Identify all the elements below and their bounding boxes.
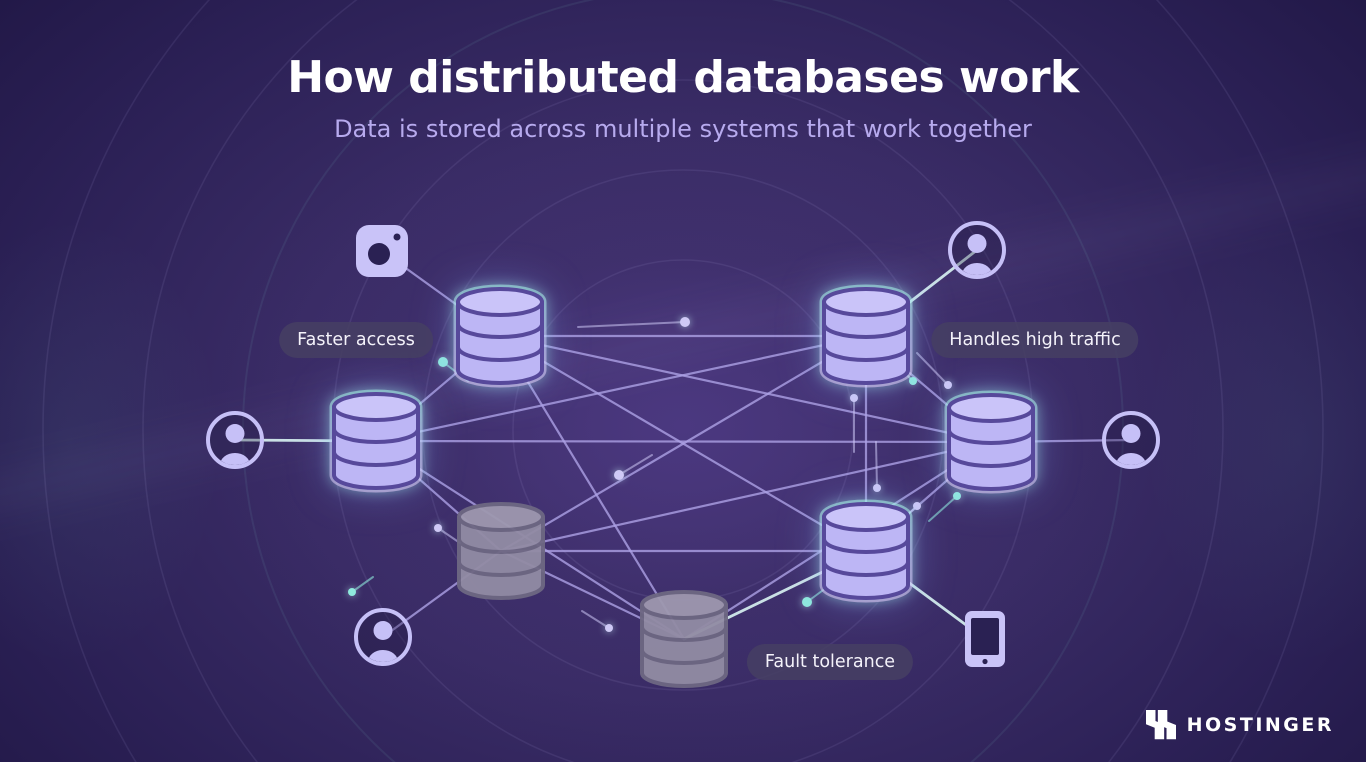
connection-db-top-right--db-faded-left: [499, 334, 868, 553]
signal-trace: [577, 321, 686, 328]
user-icon: [208, 413, 262, 472]
signal-dot: [605, 624, 613, 632]
signal-dot: [802, 597, 812, 607]
signal-dots: [348, 317, 961, 632]
background-ring: [142, 0, 1224, 762]
signal-dot: [438, 357, 448, 367]
signal-dot: [614, 470, 624, 480]
header: How distributed databases work Data is s…: [0, 0, 1366, 143]
hostinger-logo-icon: [1145, 710, 1176, 740]
signal-trace: [618, 454, 653, 476]
background-ring: [512, 259, 854, 601]
user-icon: [1104, 413, 1158, 472]
signal-trace: [928, 495, 958, 522]
camera-icon: [356, 225, 408, 277]
signal-dot: [944, 381, 952, 389]
connection-db-mid-left--db-top-right: [374, 334, 868, 443]
page-title: How distributed databases work: [287, 52, 1079, 103]
client-user-bottom-left: [356, 610, 410, 669]
database-icon: [458, 289, 542, 383]
signal-trace: [437, 527, 461, 544]
connection-db-top-left--db-mid-right: [498, 334, 993, 444]
label-fault-tolerance: Fault tolerance: [746, 644, 914, 680]
db-top-right: [824, 289, 908, 383]
background-ring: [42, 0, 1324, 762]
db-mid-right: [949, 395, 1033, 489]
db-bottom-right: [824, 504, 908, 598]
signal-dot: [913, 502, 921, 510]
database-icon: [824, 289, 908, 383]
signal-dot: [873, 484, 881, 492]
signal-trace: [916, 352, 949, 386]
db-mid-left: [334, 394, 418, 488]
signal-trace: [351, 576, 374, 593]
database-icon: [824, 504, 908, 598]
client-user-right: [1104, 413, 1158, 472]
signal-trace: [875, 441, 878, 489]
hostinger-logo: HOSTINGER: [1145, 710, 1334, 740]
client-user-left: [208, 413, 262, 472]
label-handles-high-traffic: Handles high traffic: [931, 322, 1139, 358]
client-tablet: [965, 611, 1005, 667]
db-faded-bottom: [642, 592, 726, 686]
database-icon: [642, 592, 726, 686]
user-icon: [356, 610, 410, 669]
connection-db-top-left--db-faded-bottom: [498, 334, 686, 641]
label-faster-access: Faster access: [279, 322, 433, 358]
tablet-icon: [965, 611, 1005, 667]
database-icon: [949, 395, 1033, 489]
signal-dot: [348, 588, 356, 596]
connection-db-mid-left--db-mid-right: [374, 439, 993, 444]
db-top-left: [458, 289, 542, 383]
db-faded-left: [459, 504, 543, 598]
connection-db-mid-right--db-faded-left: [499, 440, 993, 553]
database-icon: [459, 504, 543, 598]
signal-dot: [680, 317, 690, 327]
hostinger-logo-text: HOSTINGER: [1186, 714, 1334, 736]
client-camera: [356, 225, 408, 277]
signal-dot: [850, 394, 858, 402]
signal-dot: [909, 377, 917, 385]
signal-dot: [953, 492, 961, 500]
database-icon: [334, 394, 418, 488]
page-subtitle: Data is stored across multiple systems t…: [334, 114, 1032, 143]
signal-trace: [581, 610, 610, 629]
signal-dot: [434, 524, 442, 532]
